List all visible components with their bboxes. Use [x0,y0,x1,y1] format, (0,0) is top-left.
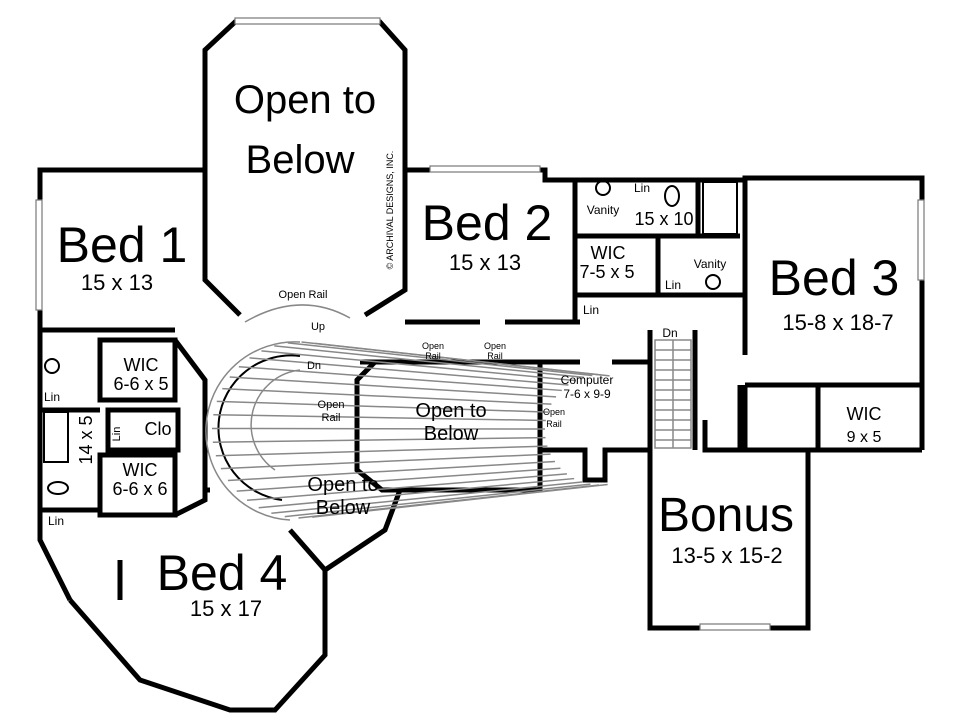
bonus-name: Bonus [658,489,794,542]
stair-tread [236,467,561,492]
open-rail-spiral-1: Open [318,399,345,411]
bath1-size: 14 x 5 [76,415,96,464]
bath2-lin2: Lin [665,278,681,292]
wic3-size: 9 x 5 [847,429,882,446]
stair-tread [212,427,546,430]
stair-tread [212,436,546,443]
hall-lin: Lin [583,303,599,317]
open-top-line2: Below [246,138,355,182]
open-rail-computer-2: Rail [546,419,562,429]
open-center-line1: Open to [415,400,486,422]
bath1-lin3: Lin [48,514,64,528]
bed1-size: 15 x 13 [81,270,153,295]
open-top-line1: Open to [234,78,376,122]
stair-tread [222,387,552,405]
open-rail-computer-1: Open [543,407,565,417]
open-rail-top: Open Rail [279,289,328,301]
fixtures [43,180,738,495]
stair-tread [213,413,546,422]
dn-spiral-label: Dn [307,360,321,372]
open-lower-line2: Below [316,497,371,519]
copyright: © ARCHIVAL DESIGNS, INC. [385,151,395,270]
wic1b-name: WIC [123,460,158,480]
clo-label: Clo [144,419,171,439]
open-center-line2: Below [424,423,479,445]
room-labels: Open to Below Bed 1 15 x 13 Bed 2 15 x 1… [44,78,899,621]
stair-tread [274,345,584,379]
bed4-size: 15 x 17 [190,596,262,621]
wic2-name: WIC [591,243,626,263]
bed3-name: Bed 3 [769,250,900,306]
stairs-spiral [205,304,610,521]
wic1b-size: 6-6 x 6 [112,479,167,499]
stairs-straight [654,339,692,449]
bath2-vanity1: Vanity [587,203,619,217]
wic1a-size: 6-6 x 5 [113,374,168,394]
open-lower-line1: Open to [307,474,378,496]
bath2-vanity2: Vanity [694,257,726,271]
wic3-name: WIC [847,404,882,424]
stair-tread [261,350,576,382]
stair-tread [238,365,562,392]
annotations: Open Rail Up Dn Open Rail Open Rail Open… [279,289,678,429]
stair-tread [216,400,549,413]
stair-tread [229,376,557,398]
bath2-size: 15 x 10 [634,209,693,229]
bed3-size: 15-8 x 18-7 [782,310,893,335]
walls [37,19,925,713]
wic1a-name: WIC [124,355,159,375]
stair-tread [312,483,608,518]
stair-tread [227,460,555,482]
computer-size: 7-6 x 9-9 [563,387,611,401]
bath2-lin1: Lin [634,181,650,195]
wic2-size: 7-5 x 5 [579,262,634,282]
bed2-size: 15 x 13 [449,250,521,275]
stair-tread [249,357,569,386]
stair-tread [215,445,548,457]
bed1-name: Bed 1 [57,217,188,273]
stair-tread [271,481,583,514]
bed2-name: Bed 2 [422,195,553,251]
bonus-size: 13-5 x 15-2 [671,543,782,568]
computer-name: Computer [561,373,614,387]
bed4-name: Bed 4 [157,545,288,601]
open-rail-spiral-2: Rail [322,412,341,424]
bath1-lin2: Lin [111,427,123,442]
stair-tread [220,453,551,470]
stair-tread [301,341,602,376]
stair-tread [284,483,591,518]
dn-stair-label: Dn [662,326,677,340]
open-rail-b-2: Rail [487,351,503,361]
open-rail-a-1: Open [422,341,444,351]
up-label: Up [311,321,325,333]
open-rail-b-1: Open [484,341,506,351]
stair-tread [287,342,593,377]
stair-tread [258,477,575,509]
copyright-text: © ARCHIVAL DESIGNS, INC. [385,151,395,270]
stair-tread [246,473,567,502]
windows [35,17,925,631]
bath1-lin1: Lin [44,390,60,404]
open-rail-a-2: Rail [425,351,441,361]
